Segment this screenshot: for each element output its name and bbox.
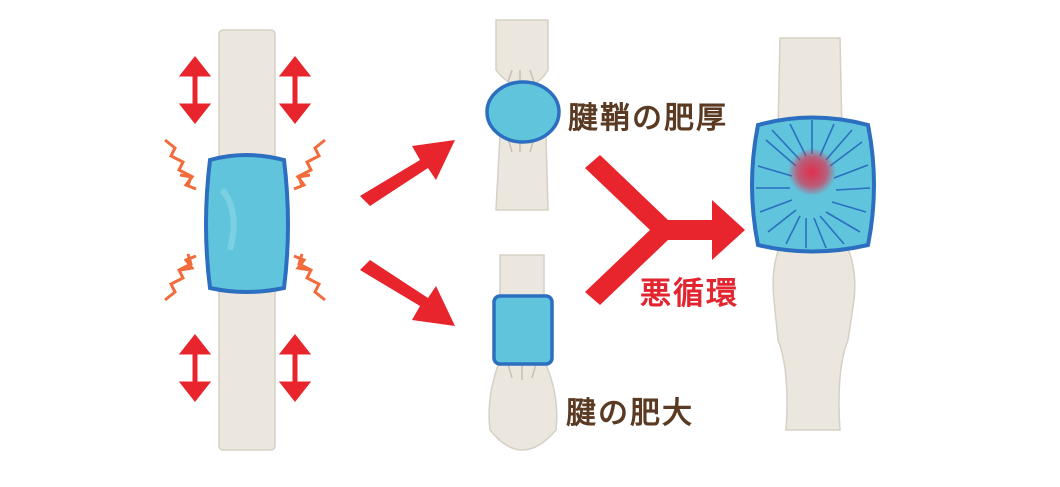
- tendon-sheath: [492, 294, 554, 366]
- tendon-shaft: [499, 254, 545, 301]
- arrow-to-tendon: [360, 260, 455, 326]
- panel-sheath-thickening: [485, 19, 561, 211]
- inflammation-spot: [788, 148, 836, 196]
- label-tendon-hypertrophy: 腱の肥大: [566, 396, 694, 431]
- tendon-shaft: [495, 19, 549, 89]
- thickened-sheath: [485, 80, 561, 144]
- panel-vicious-cycle-result: [750, 37, 876, 431]
- label-sheath-thickening: 腱鞘の肥厚: [568, 101, 728, 136]
- panel-tendon-hypertrophy: [488, 254, 558, 451]
- label-vicious-cycle: 悪循環: [640, 276, 739, 312]
- vicious-cycle-arrow: [585, 155, 745, 305]
- motion-arrow-icon: [178, 55, 312, 403]
- panel-normal: [164, 29, 326, 451]
- arrow-to-sheath: [360, 140, 455, 206]
- swollen-tendon: [772, 237, 856, 431]
- tendon-sheath: [204, 153, 290, 294]
- fibrosis-lines: [756, 120, 871, 249]
- pain-zigzag-icon: [164, 138, 326, 302]
- swollen-tendon: [488, 359, 558, 451]
